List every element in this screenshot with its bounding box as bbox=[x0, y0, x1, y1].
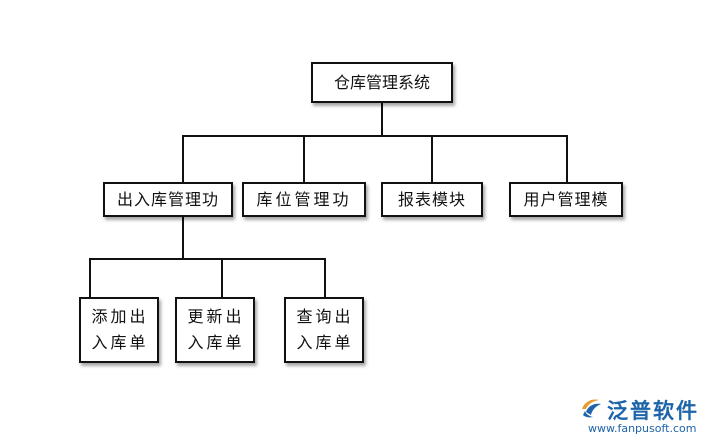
node-report-module: 报表模块 bbox=[381, 182, 483, 217]
node-root-label: 仓库管理系统 bbox=[333, 72, 430, 92]
node-user-label: 用户管理模 bbox=[523, 189, 609, 209]
node-user-management: 用户管理模 bbox=[509, 182, 623, 217]
logo-url: www.fanpusoft.com bbox=[588, 422, 697, 435]
node-add-line-2: 入库单 bbox=[91, 333, 149, 352]
node-inout-management: 出入库管理功 bbox=[103, 182, 233, 217]
fanpu-watermark-logo: 泛普软件 www.fanpusoft.com bbox=[579, 395, 705, 439]
node-query-order: 查询出 入库单 bbox=[284, 297, 364, 363]
node-update-line-1: 更新出 bbox=[187, 306, 245, 326]
node-location-label: 库位管理功 bbox=[256, 189, 352, 209]
node-location-management: 库位管理功 bbox=[242, 182, 366, 217]
node-report-label: 报表模块 bbox=[397, 189, 466, 209]
node-update-line-2: 入库单 bbox=[187, 333, 245, 352]
node-query-line-2: 入库单 bbox=[296, 333, 354, 352]
logo-brand-name: 泛普软件 bbox=[607, 398, 699, 423]
node-add-order: 添加出 入库单 bbox=[79, 297, 159, 363]
node-query-line-1: 查询出 bbox=[296, 306, 354, 326]
node-update-order: 更新出 入库单 bbox=[175, 297, 255, 363]
fanpu-logo-icon bbox=[582, 399, 601, 418]
node-root-warehouse-system: 仓库管理系统 bbox=[311, 62, 453, 103]
node-io-label: 出入库管理功 bbox=[116, 189, 219, 209]
node-add-line-1: 添加出 bbox=[91, 306, 149, 326]
